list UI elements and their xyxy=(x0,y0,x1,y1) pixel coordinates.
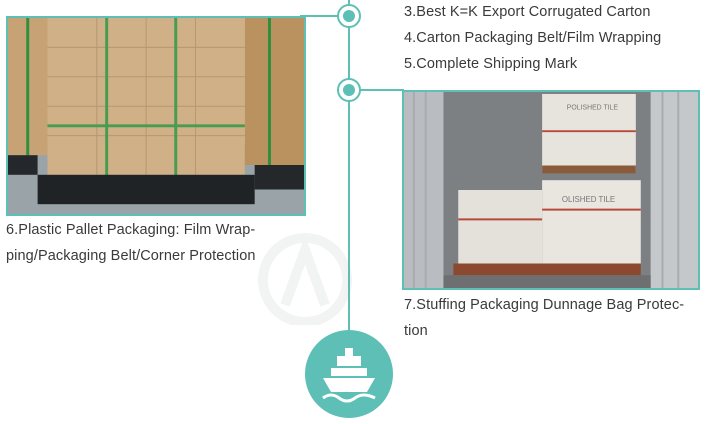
container-stuffing-photo: OLISHED TILE POLISHED TILE xyxy=(402,90,700,290)
list-item: 5.Complete Shipping Mark xyxy=(404,56,578,72)
carton-label: OLISHED TILE xyxy=(562,195,615,204)
caption-line: 6.Plastic Pallet Packaging: Film Wrap- xyxy=(6,222,256,238)
container-caption: 7.Stuffing Packaging Dunnage Bag Protec-… xyxy=(404,292,684,344)
caption-line: 7.Stuffing Packaging Dunnage Bag Protec- xyxy=(404,297,685,313)
connector-line-top xyxy=(300,15,340,17)
pallet-packaging-photo xyxy=(6,16,306,216)
timeline-node-icon xyxy=(337,78,361,102)
list-item: 3.Best K=K Export Corrugated Carton xyxy=(404,4,651,20)
pallet-caption: 6.Plastic Pallet Packaging: Film Wrap- p… xyxy=(6,217,256,269)
packing-steps-list: 3.Best K=K Export Corrugated Carton 4.Ca… xyxy=(404,0,661,77)
carton-label-top: POLISHED TILE xyxy=(567,105,619,112)
watermark-logo xyxy=(240,225,440,327)
ship-icon xyxy=(305,330,393,418)
timeline-node-icon xyxy=(337,4,361,28)
caption-line: ping/Packaging Belt/Corner Protection xyxy=(6,248,256,264)
caption-line: tion xyxy=(404,323,428,339)
timeline-line xyxy=(348,0,350,332)
list-item: 4.Carton Packaging Belt/Film Wrapping xyxy=(404,30,662,46)
connector-line-middle xyxy=(360,89,404,91)
